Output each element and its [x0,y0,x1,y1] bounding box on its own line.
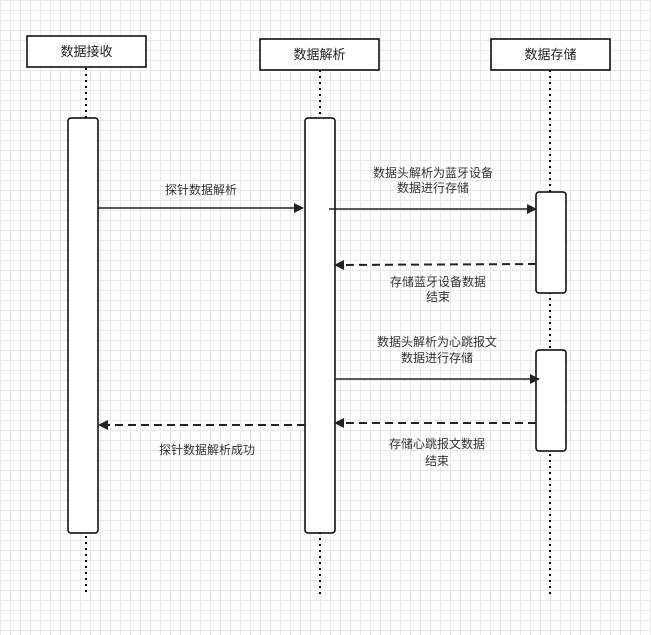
message-heartbeat-store[interactable]: 数据头解析为心跳报文 数据进行存储 [335,334,540,384]
message-bluetooth-store-line1: 数据头解析为蓝牙设备 [373,165,493,180]
activation-parse[interactable] [304,117,336,534]
activation-recv[interactable] [67,117,99,534]
activation-store-2[interactable] [535,349,567,452]
message-probe-success[interactable]: 探针数据解析成功 [98,420,305,457]
message-heartbeat-store-line1: 数据头解析为心跳报文 [377,334,497,349]
message-probe-success-label: 探针数据解析成功 [159,442,255,457]
participant-store-label: 数据存储 [524,48,576,63]
message-bluetooth-return-line2: 结束 [426,290,450,304]
participant-recv[interactable]: 数据接收 [26,35,147,68]
message-probe-parse[interactable]: 探针数据解析 [98,182,304,213]
participant-recv-label: 数据接收 [60,44,112,60]
message-probe-parse-label: 探针数据解析 [165,182,237,197]
message-bluetooth-return-line1: 存储蓝牙设备数据 [390,274,486,289]
message-heartbeat-store-line2: 数据进行存储 [401,350,473,365]
message-bluetooth-return[interactable]: 存储蓝牙设备数据 结束 [334,259,537,304]
participant-parse-label: 数据解析 [293,48,345,63]
message-heartbeat-return-line1: 存储心跳报文数据 [389,436,485,451]
participant-parse[interactable]: 数据解析 [259,38,380,71]
message-bluetooth-store-line2: 数据进行存储 [397,180,469,195]
message-bluetooth-store[interactable]: 数据头解析为蓝牙设备 数据进行存储 [329,165,537,214]
participant-store[interactable]: 数据存储 [490,38,611,71]
message-heartbeat-return[interactable]: 存储心跳报文数据 结束 [334,418,536,468]
message-heartbeat-return-line2: 结束 [425,454,449,468]
activation-store-1[interactable] [535,191,567,294]
